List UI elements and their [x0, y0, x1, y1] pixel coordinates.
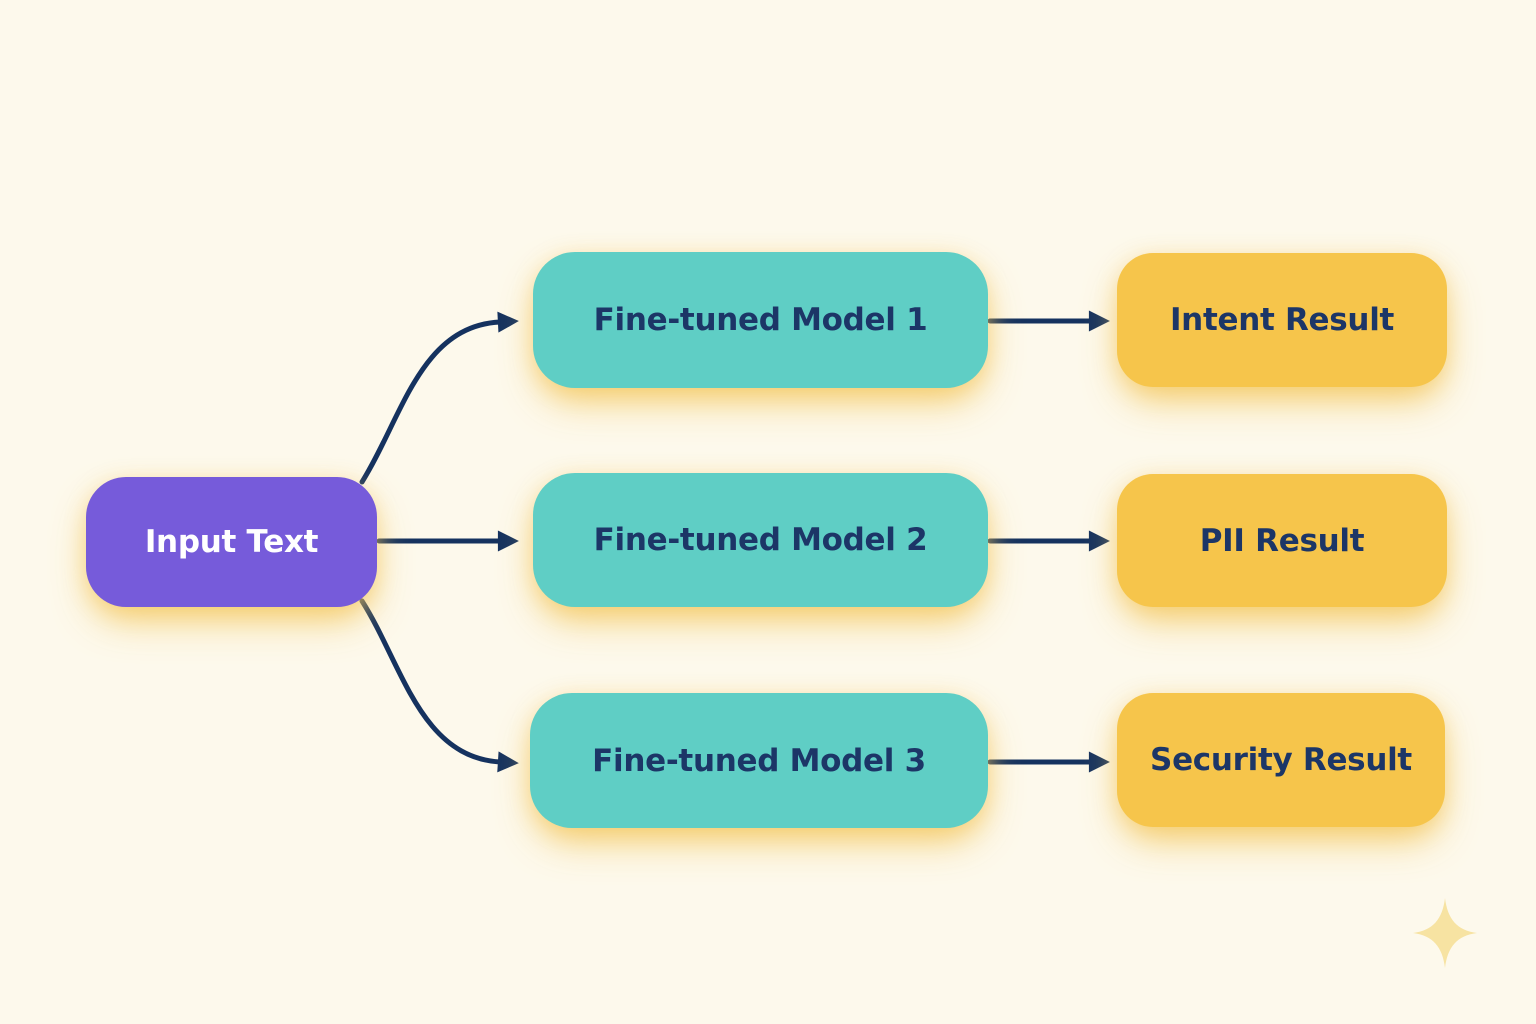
model-node-3: Fine-tuned Model 3 [530, 693, 988, 828]
model-node-2-label: Fine-tuned Model 2 [593, 522, 928, 558]
sparkle-icon [1413, 898, 1477, 968]
model-node-2: Fine-tuned Model 2 [533, 473, 988, 607]
result-node-security-label: Security Result [1150, 742, 1412, 778]
result-node-security: Security Result [1117, 693, 1445, 827]
result-node-pii: PII Result [1117, 474, 1447, 607]
input-text-node: Input Text [86, 477, 377, 607]
result-node-intent-label: Intent Result [1169, 302, 1395, 338]
model-node-3-label: Fine-tuned Model 3 [592, 742, 926, 779]
result-node-intent: Intent Result [1117, 253, 1447, 387]
input-text-label: Input Text [144, 524, 319, 560]
result-node-pii-label: PII Result [1199, 522, 1365, 559]
model-node-1-label: Fine-tuned Model 1 [593, 302, 928, 338]
arrow-input-to-model1 [359, 311, 519, 485]
model-node-1: Fine-tuned Model 1 [533, 252, 988, 388]
arrow-input-to-model3 [359, 598, 519, 773]
